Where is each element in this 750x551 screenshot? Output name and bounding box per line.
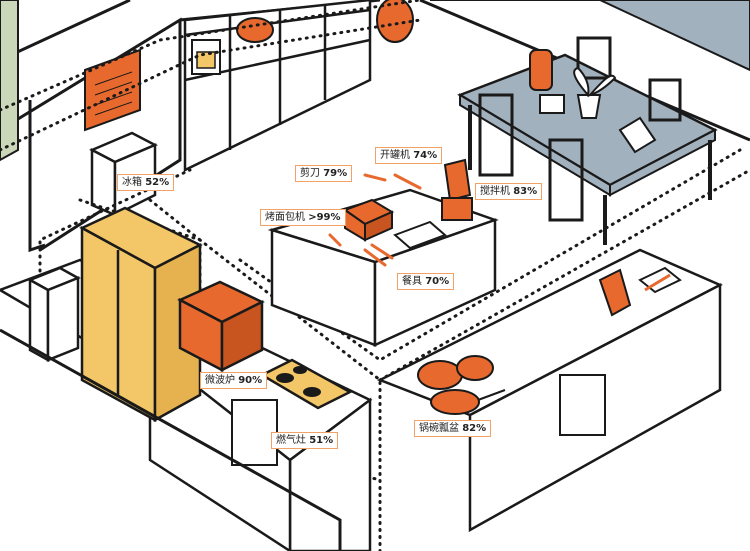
label-blender-value: 83% bbox=[513, 186, 538, 197]
plates bbox=[236, 17, 274, 43]
dishwasher bbox=[559, 374, 606, 436]
label-scissors-value: 79% bbox=[323, 168, 348, 179]
label-can-opener-name: 开罐机 bbox=[380, 150, 410, 161]
knife-block bbox=[598, 268, 632, 317]
dining-table bbox=[457, 53, 718, 245]
label-scissors: 剪刀 79% bbox=[295, 165, 353, 182]
label-microwave-value: 90% bbox=[238, 375, 263, 386]
left-appliance bbox=[27, 266, 81, 363]
label-toaster-name: 烤面包机 bbox=[265, 212, 305, 223]
paper bbox=[618, 116, 657, 154]
label-scissors-name: 剪刀 bbox=[300, 168, 320, 179]
label-cookware: 锅碗瓢盆 82% bbox=[414, 420, 492, 437]
hallway-floor bbox=[430, 0, 750, 72]
label-can-opener-value: 74% bbox=[413, 150, 438, 161]
jar bbox=[376, 0, 414, 43]
label-utensils-value: 70% bbox=[425, 276, 450, 287]
label-toaster: 烤面包机 >99% bbox=[260, 209, 346, 226]
label-utensils-name: 餐具 bbox=[402, 276, 422, 287]
island-tools bbox=[328, 173, 422, 267]
napkin-box bbox=[539, 94, 565, 114]
label-toaster-value: >99% bbox=[308, 212, 341, 223]
plant bbox=[573, 66, 617, 98]
label-fridge-name: 冰箱 bbox=[122, 177, 142, 188]
label-cookware-name: 锅碗瓢盆 bbox=[419, 423, 459, 434]
label-cookware-value: 82% bbox=[462, 423, 487, 434]
label-utensils: 餐具 70% bbox=[397, 273, 455, 290]
pitcher bbox=[529, 49, 553, 91]
label-stove-value: 51% bbox=[309, 435, 334, 446]
label-microwave-name: 微波炉 bbox=[205, 375, 235, 386]
label-fridge: 冰箱 52% bbox=[117, 174, 175, 191]
side-wall bbox=[0, 0, 19, 162]
label-blender: 搅拌机 83% bbox=[475, 183, 543, 200]
sink bbox=[393, 220, 447, 250]
label-blender-name: 搅拌机 bbox=[480, 186, 510, 197]
chairs bbox=[478, 36, 682, 222]
label-stove: 燃气灶 51% bbox=[271, 432, 339, 449]
pantry bbox=[79, 206, 203, 423]
label-microwave: 微波炉 90% bbox=[200, 372, 268, 389]
blender bbox=[441, 158, 473, 221]
label-stove-name: 燃气灶 bbox=[276, 435, 306, 446]
upper-cabinets bbox=[183, 0, 372, 172]
toaster bbox=[342, 198, 395, 242]
stove bbox=[259, 358, 353, 410]
back-wall bbox=[0, 17, 182, 252]
plant-pot bbox=[576, 94, 602, 119]
calendar bbox=[84, 48, 141, 132]
microwave bbox=[177, 280, 265, 373]
label-can-opener: 开罐机 74% bbox=[375, 147, 443, 164]
label-fridge-value: 52% bbox=[145, 177, 170, 188]
cookware bbox=[417, 355, 506, 415]
